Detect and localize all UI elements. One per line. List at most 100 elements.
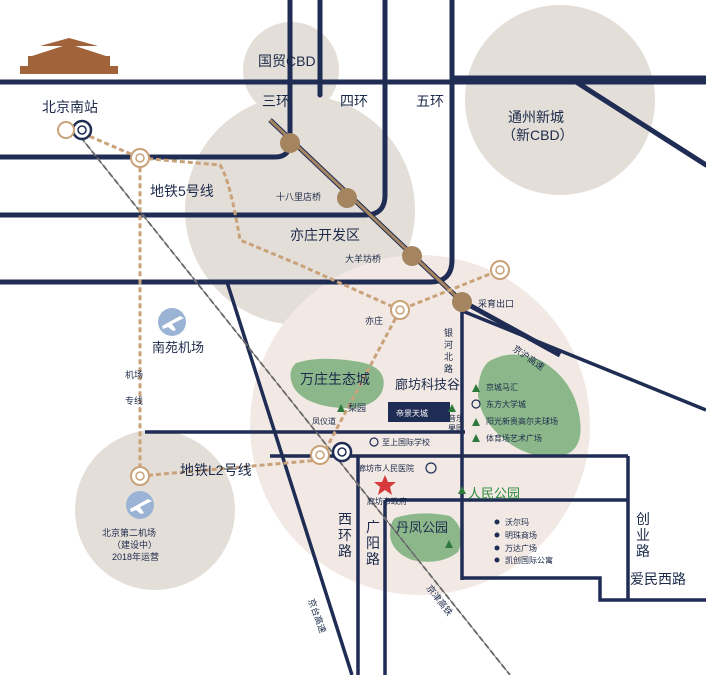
jingtai-label: 京台高速 [306,597,329,635]
airport2-label-3: 2018年运营 [112,551,159,562]
tree-icon [445,540,453,548]
jingtai-road [225,281,354,675]
tree-icon [472,434,480,442]
yinhe-label-4: 路 [444,363,453,374]
government-star [374,475,396,495]
airplane-icon [126,491,154,519]
rail-station-icon [71,119,93,141]
east-green [478,354,581,457]
fifth-ring-label: 五环 [416,93,444,109]
tree-icon [472,384,480,392]
node-caiyu [452,292,472,312]
yinhe-label-3: 北 [444,352,453,362]
tongzhou-road [567,75,706,168]
airplane-icon [158,308,186,336]
station-icon [490,260,510,280]
dongfang-label: 东方大学城 [486,399,526,409]
walmart-label: 沃尔玛 [505,517,529,527]
dayangfang-label: 大羊坊桥 [345,253,381,264]
jingcheng-label: 京城马汇 [486,382,518,392]
airport2-area [75,430,235,590]
jinghu-highway [268,118,462,302]
tree-icon [472,418,480,426]
node-dayangfang [402,246,422,266]
l2-label: 地铁L2号线 [180,462,252,478]
hospital-icon [425,462,437,474]
people-park-label: 人民公园 [468,486,520,501]
station-icon [390,300,410,320]
yangguang-label: 阳光新贵高尔夫球场 [486,416,558,426]
government-label: 廊坊市政府 [367,496,407,506]
line5 [139,156,501,312]
xihuan-label-3: 路 [338,543,352,559]
fifth-ring [0,0,455,285]
yizhuang-dev-label: 亦庄开发区 [290,227,360,243]
guangyang-label-2: 阳 [366,535,380,551]
intl-school-label: 至上国际学校 [382,437,430,447]
jingjin-rail-line [74,129,511,675]
nanyuan-label: 南苑机场 [152,340,204,355]
aimin-road [462,576,706,602]
station-icon [57,121,75,139]
shibali-label: 十八里店桥 [276,191,321,202]
beijing-south-label: 北京南站 [42,99,98,115]
third-ring-label: 三环 [262,93,290,109]
danfeng-label: 丹凤公园 [396,520,448,535]
sports-label: 体育场艺术广场 [486,433,542,443]
yinhe-label-1: 银 [444,327,453,338]
school-icon [369,437,379,447]
university-icon [471,399,481,409]
node-third [280,133,300,153]
xihuan-label-1: 西 [338,511,352,527]
tree-icon [448,404,456,412]
tree-icon [458,486,466,494]
tongzhou-area [465,5,655,195]
tiananmen-icon [20,38,118,74]
langfang-tech-label: 廊坊科技谷 [395,377,460,392]
project-badge [388,402,450,422]
ring-roads [0,0,706,285]
yizhuang-label: 亦庄 [365,315,383,326]
danfeng-green [390,513,462,562]
airport-line-label-2: 专线 [125,395,143,406]
tree-icon [337,404,345,412]
node-shibali [337,188,357,208]
fengyi-label: 凤仪道 [312,416,336,426]
langfang-roads [145,281,706,675]
jinghu-road-ext [459,308,706,412]
aimin-label: 爱民西路 [630,571,686,587]
chuangye-label-2: 业 [636,527,650,543]
hospital-label: 廊坊市人民医院 [358,463,414,473]
project-label: 帝景天城 [396,408,428,418]
metro-stations [57,119,510,486]
airport2-label-2: （建设中） [112,539,157,550]
station-icon [130,148,150,168]
guomao-cbd-label: 国贸CBD [258,53,316,69]
chuangye-label-3: 路 [636,543,650,559]
yinhe-label-2: 河 [444,339,453,350]
rail-station-icon [331,441,353,463]
guangyang-label-1: 广 [366,519,380,535]
mingzhu-label: 明珠商场 [505,530,537,540]
station-icon [310,445,330,465]
airport-line-label-1: 机场 [125,369,143,380]
airport-line [74,128,142,476]
caiyu-label: 采育出口 [478,298,514,309]
line5-label: 地铁5号线 [150,183,214,199]
tree-icons [337,384,480,548]
airport2-label-1: 北京第二机场 [102,527,156,538]
fourth-ring [0,0,388,218]
xihuan-label-2: 环 [338,527,352,543]
interchange-nodes [280,133,472,312]
music-park-label-1: 音乐 [448,413,464,423]
tongzhou-label-1: 通州新城 [508,109,564,125]
guangyang-label-3: 路 [366,551,380,567]
kaiyi-label: 凯创国际公寓 [505,555,553,565]
chuangye-label-1: 创 [636,511,650,527]
wanda-label: 万达广场 [505,543,537,553]
liyuan-label: 梨园 [348,402,366,413]
langfang-area [250,255,590,595]
fourth-ring-label: 四环 [340,93,368,109]
